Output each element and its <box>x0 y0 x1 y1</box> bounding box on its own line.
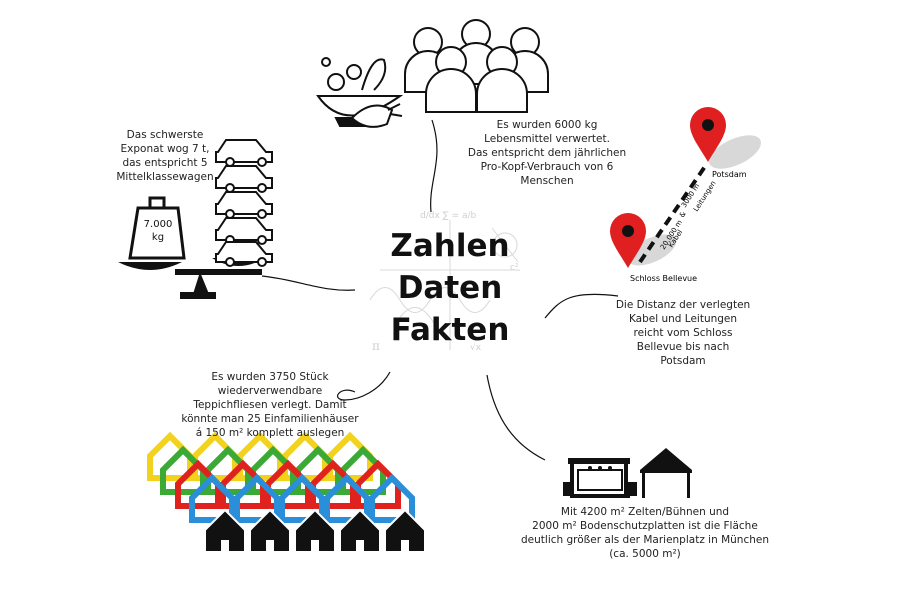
connector-distance <box>544 293 619 319</box>
house-icon <box>237 431 283 481</box>
fact-distance: Die Distanz der verlegten Kabel und Leit… <box>615 299 751 367</box>
house-icon <box>355 459 401 509</box>
map-label-route-3: & <box>678 210 688 219</box>
house-icon <box>327 431 373 481</box>
map-pin-icon <box>610 213 646 268</box>
house-door <box>221 540 229 552</box>
math-background: d/dx ∑ = a/b π c² √x <box>369 211 520 353</box>
people-group-icon <box>404 19 549 113</box>
stage-icon <box>563 458 637 498</box>
tent-icon <box>640 448 692 498</box>
map-label-potsdam: Potsdam <box>712 170 747 179</box>
connector-tents <box>486 374 546 461</box>
connector-food <box>430 119 438 213</box>
weight-label: 7.000 kg <box>133 218 183 244</box>
connector-carpet <box>337 371 391 401</box>
weight-label-unit: kg <box>151 232 165 243</box>
house-icon <box>279 473 325 523</box>
connector-weight <box>261 275 356 291</box>
page-title: Zahlen Daten Fakten <box>355 225 545 351</box>
house-icon <box>310 459 356 509</box>
house-icon <box>265 459 311 509</box>
house-icon <box>324 473 370 523</box>
svg-text:√x: √x <box>470 342 482 353</box>
house-icon <box>295 445 341 495</box>
title-line-2: Daten <box>397 270 503 306</box>
fact-tents: Mit 4200 m² Zelten/Bühnen und 2000 m² Bo… <box>521 506 769 560</box>
fact-food: Es wurden 6000 kg Lebensmittel verwertet… <box>467 119 627 187</box>
house-icon <box>282 431 328 481</box>
fact-carpet: Es wurden 3750 Stück wiederverwendbare T… <box>181 371 359 439</box>
house-icon <box>205 445 251 495</box>
map-label-bellevue: Schloss Bellevue <box>630 274 697 283</box>
house-icon <box>369 473 415 523</box>
house-door <box>311 540 319 552</box>
house-icon <box>384 508 426 553</box>
car-icon <box>215 191 273 219</box>
house-icon <box>250 445 296 495</box>
car-icon <box>215 217 273 245</box>
house-icon <box>192 431 238 481</box>
connector-lines <box>261 119 619 461</box>
weight-icon <box>128 206 186 260</box>
svg-text:π: π <box>372 339 380 353</box>
house-icon <box>204 508 246 553</box>
house-grid <box>147 431 426 553</box>
car-stack <box>215 139 273 267</box>
car-icon <box>215 165 273 193</box>
house-icon <box>175 459 221 509</box>
fact-weight: Das schwerste Exponat wog 7 t, das entsp… <box>116 129 214 183</box>
svg-text:c²: c² <box>510 263 519 273</box>
house-icon <box>339 508 381 553</box>
car-icon <box>215 139 273 167</box>
house-icon <box>147 431 193 481</box>
weight-label-value: 7.000 <box>143 219 173 230</box>
house-icon <box>234 473 280 523</box>
house-icon <box>294 508 336 553</box>
house-icon <box>340 445 386 495</box>
house-icon <box>189 473 235 523</box>
svg-text:d/dx ∑ = a/b: d/dx ∑ = a/b <box>420 211 477 221</box>
house-icon <box>220 459 266 509</box>
title-line-1: Zahlen <box>390 228 510 264</box>
house-door <box>401 540 409 552</box>
salad-bowl-icon <box>316 57 404 128</box>
house-door <box>266 540 274 552</box>
map-pin-icon <box>690 107 726 162</box>
house-door <box>356 540 364 552</box>
title-line-3: Fakten <box>390 312 510 348</box>
house-icon <box>160 445 206 495</box>
car-icon <box>215 241 273 267</box>
house-icon <box>249 508 291 553</box>
